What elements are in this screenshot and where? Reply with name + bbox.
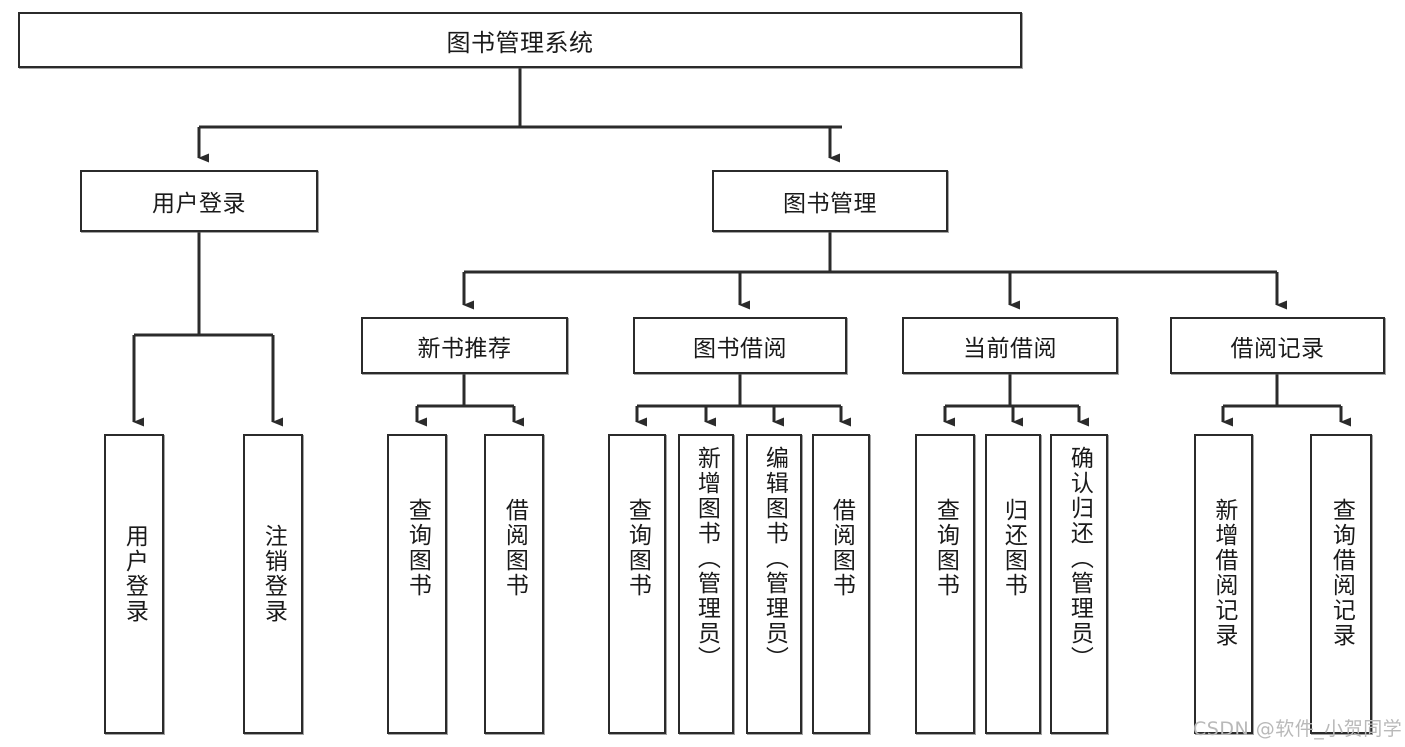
node-root-system[interactable]: 图书管理系统	[18, 12, 1022, 68]
node-root-label: 图书管理系统	[446, 28, 594, 57]
leaf-node-label: 查询图书	[624, 498, 651, 598]
leaf-node[interactable]: 查询图书	[915, 434, 975, 734]
leaf-node[interactable]: 注销登录	[243, 434, 303, 734]
node-borrow-records-label: 借阅记录	[1230, 335, 1325, 362]
leaf-node[interactable]: 查询借阅记录	[1310, 434, 1372, 734]
node-new-book-recommendation-label: 新书推荐	[417, 335, 512, 362]
node-book-management-label: 图书管理	[783, 191, 877, 217]
leaf-node[interactable]: 借阅图书	[484, 434, 544, 734]
node-book-borrowing[interactable]: 图书借阅	[633, 317, 847, 374]
leaf-node-label: 确认归还（管理员）	[1066, 446, 1093, 671]
leaf-node-label: 用户登录	[121, 524, 148, 624]
node-book-management[interactable]: 图书管理	[712, 170, 948, 232]
leaf-node-label: 新增图书（管理员）	[693, 446, 720, 671]
node-user-login-label: 用户登录	[152, 191, 246, 217]
leaf-node[interactable]: 新增借阅记录	[1194, 434, 1253, 734]
leaf-node-label: 查询借阅记录	[1328, 498, 1355, 648]
leaf-node-label: 借阅图书	[501, 498, 528, 598]
node-user-login[interactable]: 用户登录	[80, 170, 318, 232]
node-current-borrowing[interactable]: 当前借阅	[902, 317, 1118, 374]
leaf-node-label: 注销登录	[260, 524, 287, 624]
leaf-node-label: 借阅图书	[828, 498, 855, 598]
leaf-node-label: 查询图书	[404, 498, 431, 598]
node-book-borrowing-label: 图书借阅	[693, 335, 787, 362]
leaf-node[interactable]: 借阅图书	[812, 434, 870, 734]
leaf-node[interactable]: 查询图书	[608, 434, 666, 734]
leaf-node[interactable]: 编辑图书（管理员）	[746, 434, 802, 734]
leaf-node-label: 新增借阅记录	[1210, 498, 1237, 648]
node-current-borrowing-label: 当前借阅	[963, 335, 1057, 362]
csdn-watermark: CSDN @软件_小贺同学	[1193, 718, 1403, 740]
node-new-book-recommendation[interactable]: 新书推荐	[361, 317, 568, 374]
leaf-node[interactable]: 新增图书（管理员）	[678, 434, 734, 734]
leaf-node-label: 查询图书	[932, 498, 959, 598]
leaf-node-label: 归还图书	[1000, 498, 1027, 598]
leaf-node[interactable]: 确认归还（管理员）	[1050, 434, 1108, 734]
leaf-node[interactable]: 用户登录	[104, 434, 164, 734]
leaf-node[interactable]: 归还图书	[985, 434, 1041, 734]
leaf-node[interactable]: 查询图书	[387, 434, 447, 734]
leaf-node-label: 编辑图书（管理员）	[761, 446, 788, 671]
node-borrow-records[interactable]: 借阅记录	[1170, 317, 1385, 374]
